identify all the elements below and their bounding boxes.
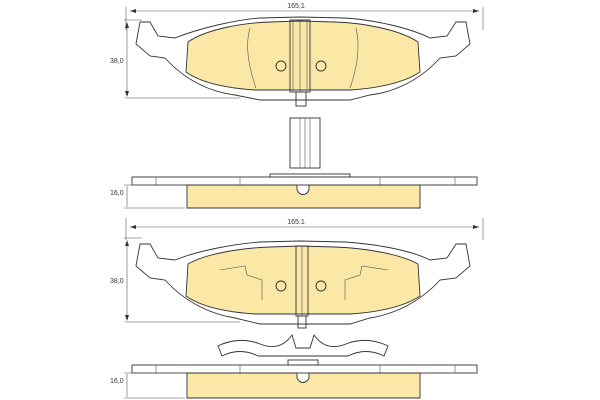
anti-rattle-spring bbox=[217, 333, 389, 357]
bottom-height-label: 38,0 bbox=[110, 278, 124, 285]
bottom-length-label: 165.1 bbox=[287, 219, 305, 226]
friction-material-2 bbox=[185, 245, 421, 315]
backing-plate-2 bbox=[135, 240, 471, 325]
edge-clip bbox=[269, 173, 351, 178]
top-thickness-label: 16,0 bbox=[110, 190, 124, 197]
wear-indicator-hole-left bbox=[275, 60, 287, 72]
spring-outline bbox=[219, 265, 389, 300]
bottom-thickness-label: 16,0 bbox=[110, 378, 124, 385]
pad-contour-lines bbox=[247, 27, 359, 89]
bottom-tab-2 bbox=[297, 315, 307, 329]
bottom-pad-edge-view: 16,0 bbox=[110, 359, 478, 399]
edge-clip-2 bbox=[287, 359, 319, 366]
backing-plate bbox=[135, 16, 471, 101]
edge-friction-material-2 bbox=[186, 372, 421, 399]
top-pad-edge-view: 16,0 bbox=[110, 173, 478, 209]
friction-material bbox=[185, 20, 421, 91]
bottom-tab bbox=[295, 91, 307, 107]
wear-indicator-hole-right bbox=[315, 60, 327, 72]
edge-friction-material bbox=[186, 184, 421, 209]
top-height-label: 38,0 bbox=[110, 58, 124, 65]
top-length-label: 165,1 bbox=[287, 3, 305, 10]
edge-backing-plate-2 bbox=[131, 364, 478, 374]
spring-shape bbox=[217, 333, 389, 357]
top-pad-view: 165,1 38,0 bbox=[110, 3, 484, 107]
wear-hole-left-2 bbox=[275, 280, 287, 292]
bottom-pad-view: 165.1 38,0 bbox=[110, 218, 484, 329]
wear-hole-right-2 bbox=[315, 280, 327, 292]
clip-side-view bbox=[289, 117, 321, 169]
edge-backing-plate bbox=[131, 176, 478, 186]
